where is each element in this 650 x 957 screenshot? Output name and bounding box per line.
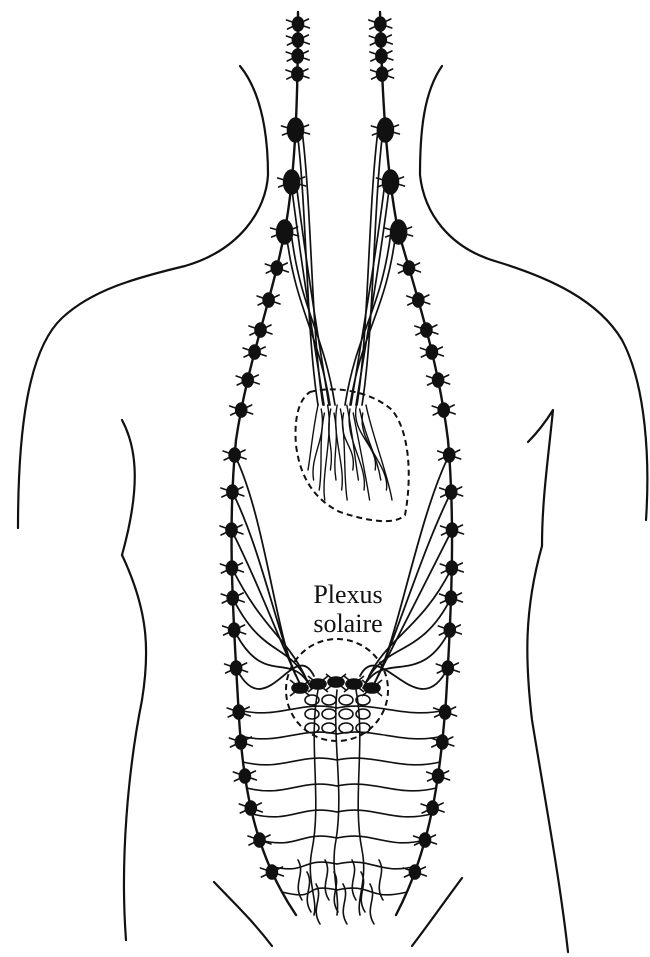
mesh-cell <box>322 695 336 705</box>
pelvic-branch <box>361 872 365 912</box>
pelvic-branch <box>352 860 356 900</box>
left-arm-inner-line <box>122 420 135 555</box>
plexus-label-line2: solaire <box>292 609 404 638</box>
heart-nerve-fibers <box>308 405 392 500</box>
right-visceral-branch <box>337 758 440 765</box>
mesh-cell <box>322 723 336 733</box>
pelvic-branch <box>325 860 329 900</box>
left-visceral-branch <box>260 836 338 843</box>
right-hip-line <box>412 878 462 946</box>
pelvic-branch <box>370 884 374 924</box>
right-arm-inner-line <box>528 410 553 546</box>
pelvic-branch <box>316 884 320 924</box>
left-splanchnic-nerve <box>235 455 296 676</box>
left-visceral-branch <box>252 810 337 817</box>
ganglia <box>220 17 464 879</box>
heart-fiber <box>366 405 392 500</box>
mesh-cell <box>339 723 353 733</box>
left-hip-line <box>214 882 272 946</box>
right-cardiac-nerve <box>356 182 390 405</box>
plexus-label-line1: Plexus <box>292 580 404 609</box>
heart-fiber <box>308 405 318 470</box>
left-visceral-branch <box>243 758 337 765</box>
left-cardiac-nerve <box>286 232 330 405</box>
sympathetic-chains <box>232 12 453 915</box>
right-visceral-branch <box>337 784 436 791</box>
mesh-cell <box>356 709 370 719</box>
mesh-cell <box>339 709 353 719</box>
mesh-cell <box>322 709 336 719</box>
heart-fiber <box>324 405 329 500</box>
right-flank-line <box>527 546 568 952</box>
left-flank-line <box>122 555 146 940</box>
pelvic-branch <box>343 884 347 924</box>
right-visceral-branch <box>337 810 431 817</box>
heart-fiber <box>329 409 332 470</box>
left-splanchnic-nerve <box>234 630 311 688</box>
left-cardiac-nerve <box>291 232 335 405</box>
left-visceral-branch <box>247 784 337 791</box>
mesh-cell <box>305 709 319 719</box>
mesh-cell <box>356 723 370 733</box>
left-visceral-branch <box>240 732 337 739</box>
mesh-cell <box>339 695 353 705</box>
abdominal-nerve-network <box>239 690 446 924</box>
cardiac-nerves <box>286 130 396 405</box>
mesh-cell <box>305 723 319 733</box>
right-visceral-branch <box>337 836 425 843</box>
